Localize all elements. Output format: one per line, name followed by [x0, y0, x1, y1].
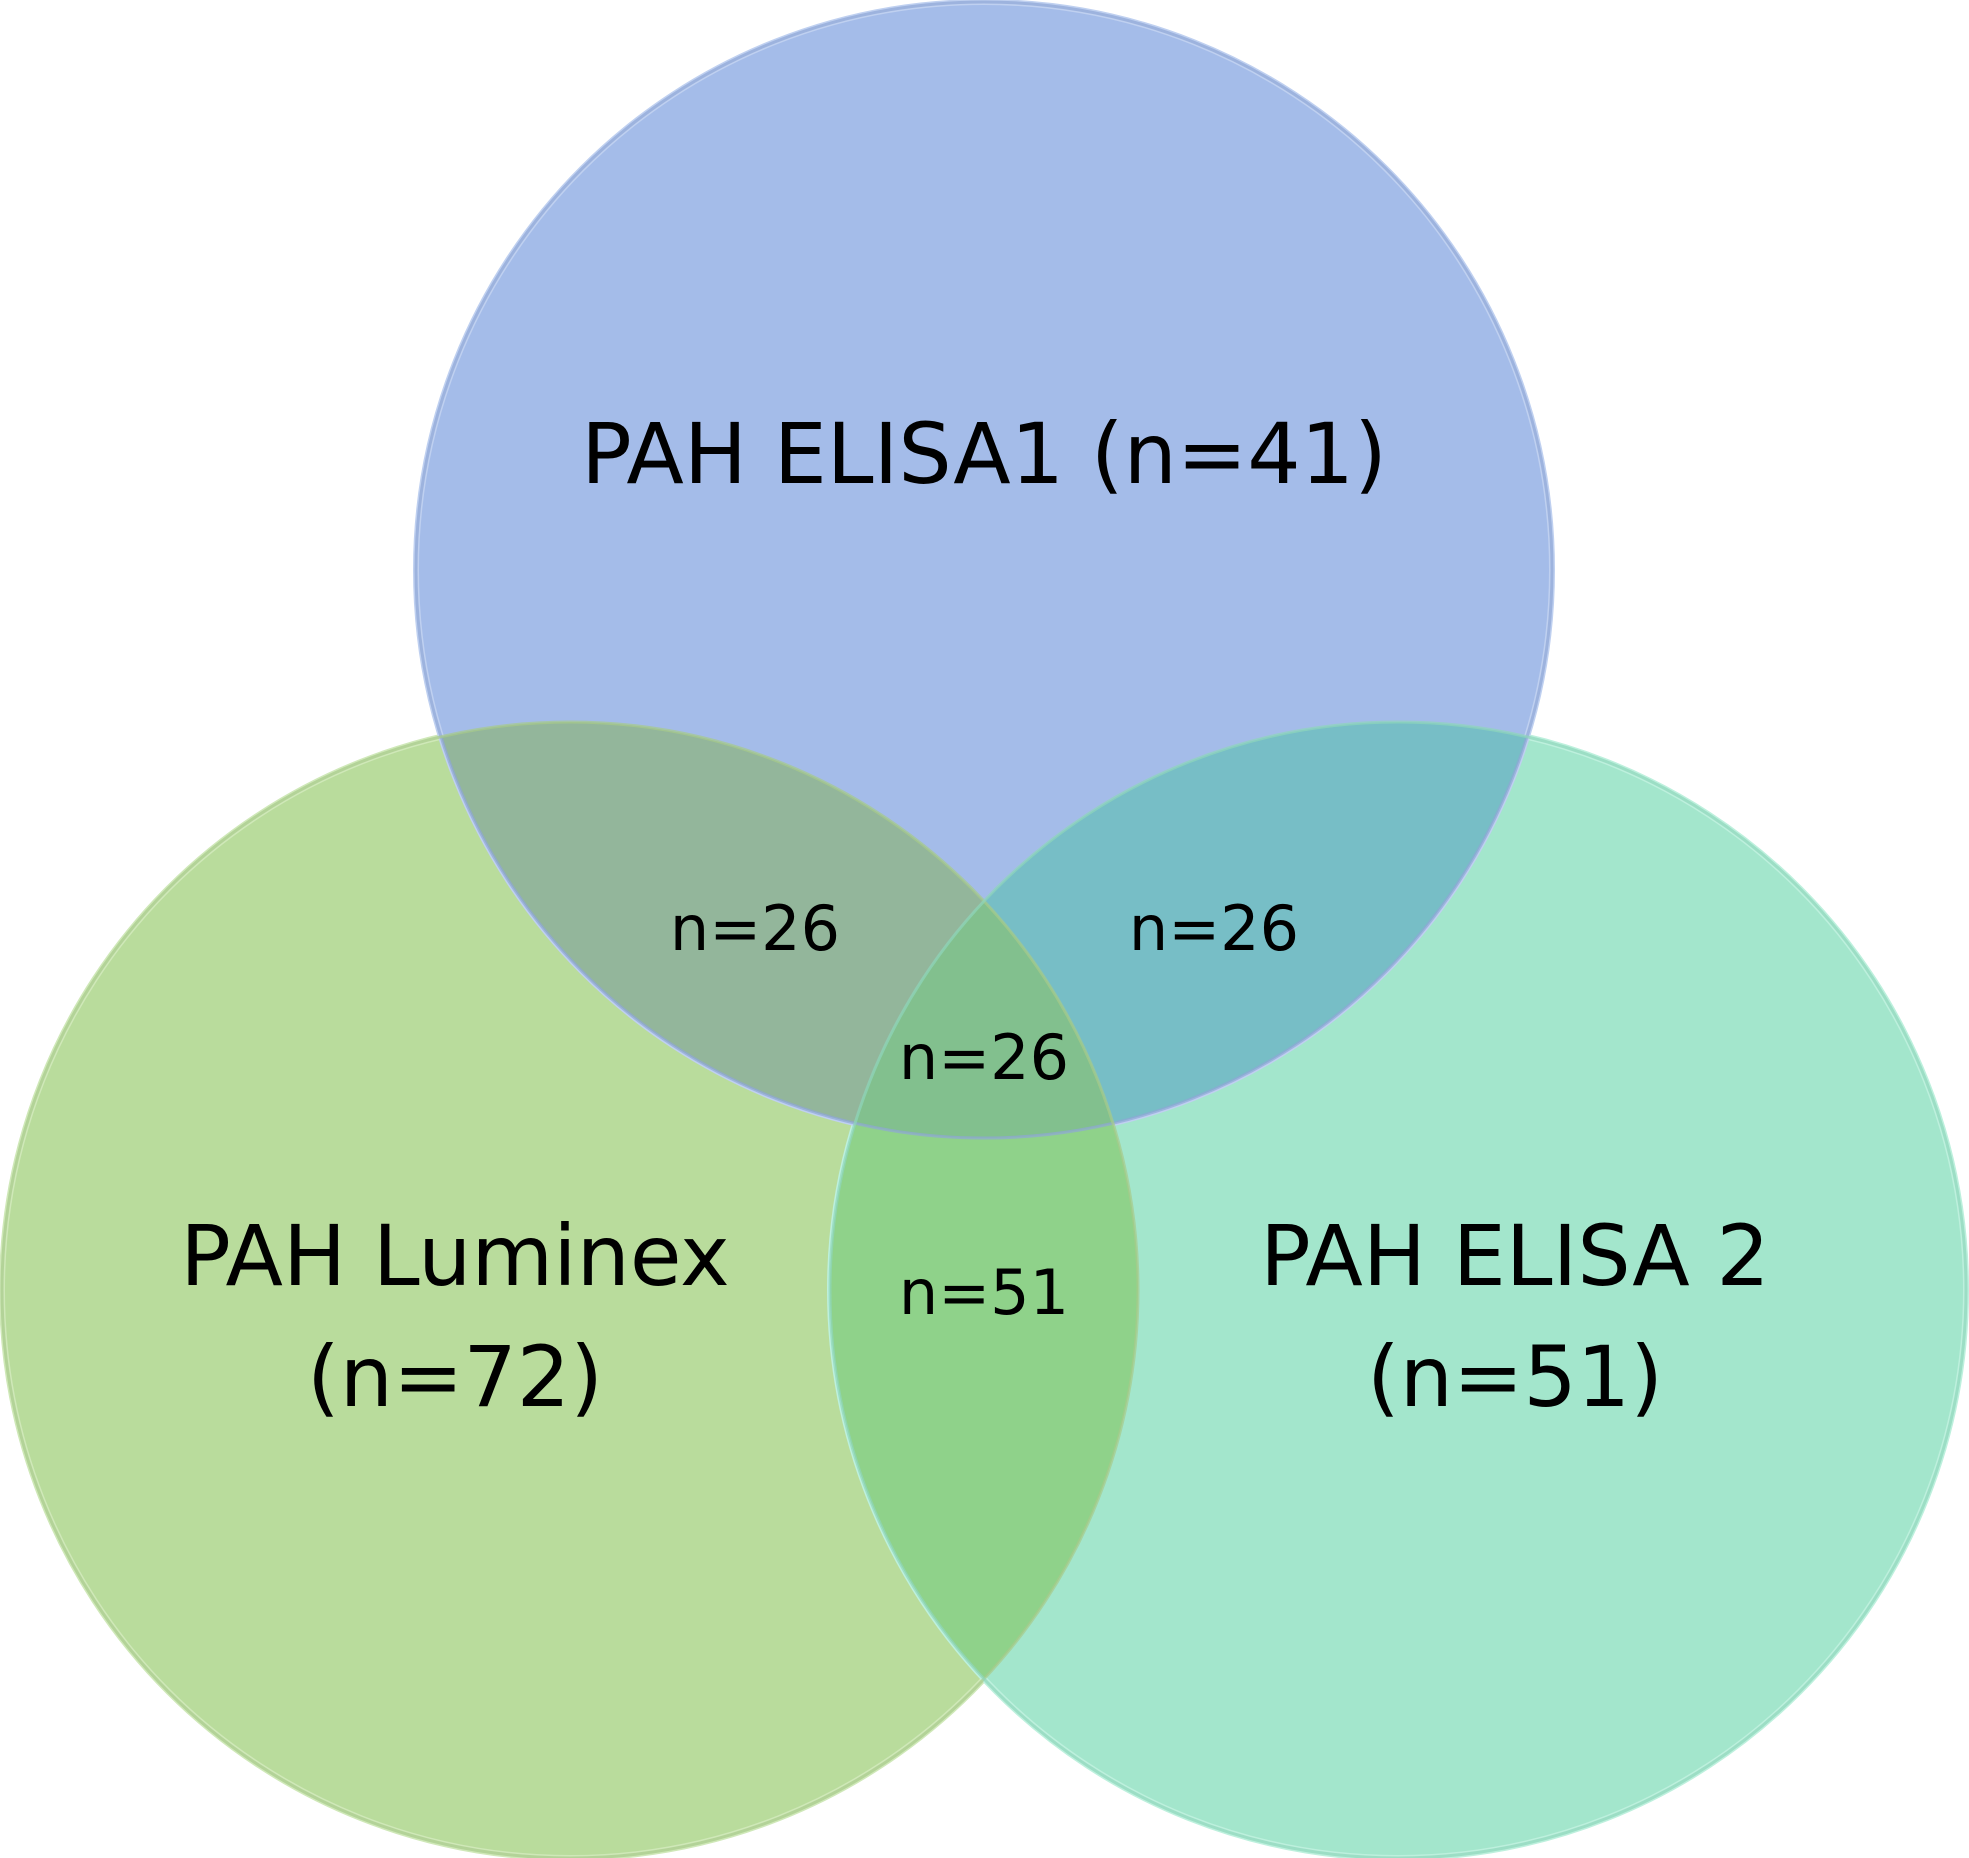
outline-elisa2	[828, 720, 1968, 1858]
outline-elisa1	[414, 0, 1554, 1140]
region-label-all-three: n=26	[899, 1021, 1069, 1094]
outline-luminex	[0, 720, 1140, 1858]
set-label-elisa1: PAH ELISA1 (n=41)	[581, 405, 1387, 503]
set-label-elisa2-line1: PAH ELISA 2	[1260, 1207, 1770, 1305]
region-label-elisa1-luminex: n=26	[670, 892, 840, 965]
region-label-luminex-elisa2: n=51	[899, 1256, 1069, 1329]
set-label-elisa2-line2: (n=51)	[1367, 1328, 1663, 1426]
region-label-elisa1-elisa2: n=26	[1129, 892, 1299, 965]
set-label-luminex-line1: PAH Luminex	[180, 1207, 730, 1305]
set-label-luminex-line2: (n=72)	[307, 1328, 603, 1426]
overlap-elisa1-elisa2	[830, 722, 1552, 1138]
overlap-elisa1-luminex	[416, 722, 1138, 1138]
